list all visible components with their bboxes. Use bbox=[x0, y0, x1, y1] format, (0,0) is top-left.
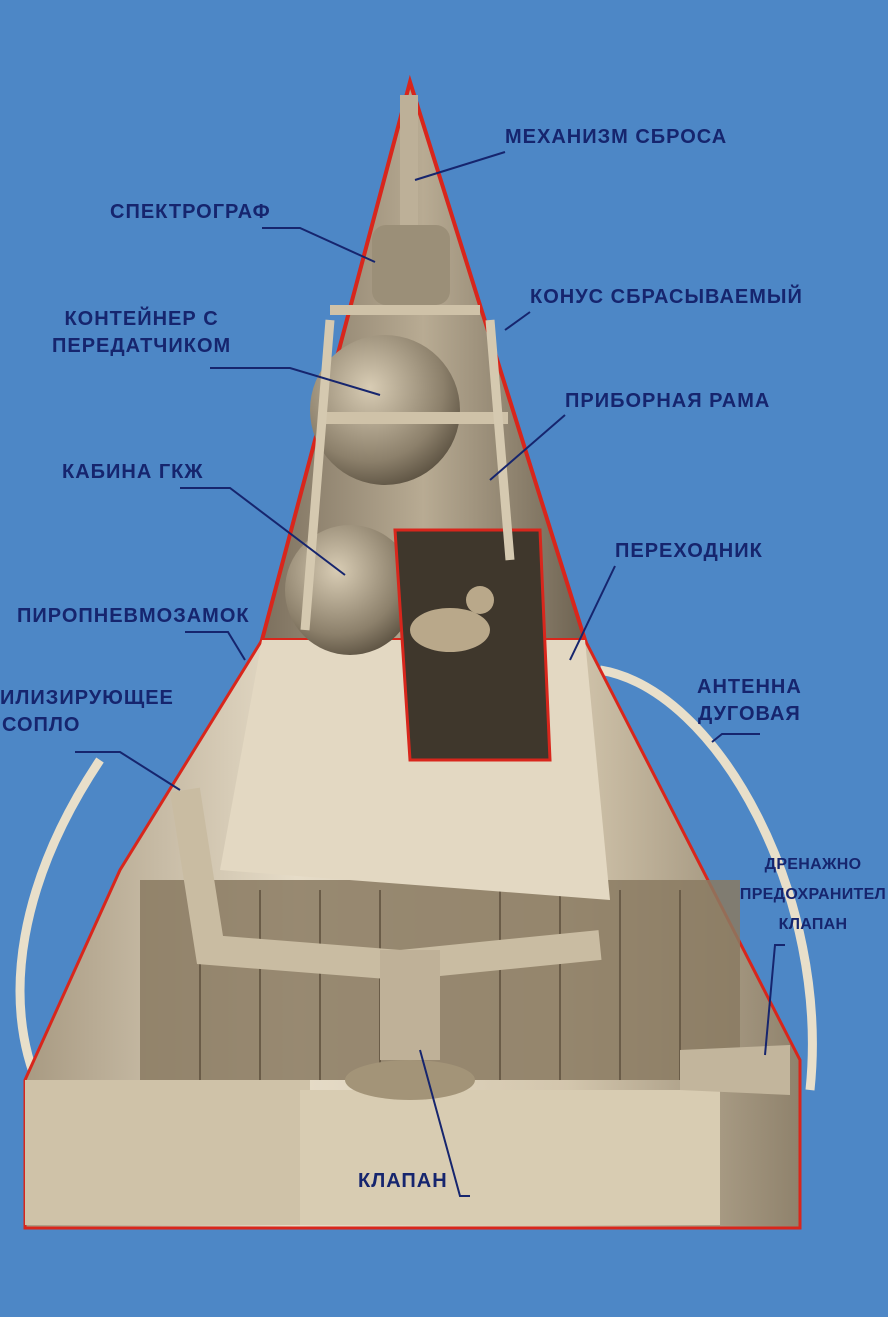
left-arc-antenna bbox=[15, 757, 104, 1092]
label-jettisonable-cone: КОНУС СБРАСЫВАЕМЫЙ bbox=[530, 286, 803, 308]
label-line: ДУГОВАЯ bbox=[697, 703, 801, 725]
label-line: ПРЕДОХРАНИТЕЛ bbox=[739, 886, 887, 903]
release-mechanism bbox=[400, 95, 418, 225]
label-line: КОНТЕЙНЕР С bbox=[64, 308, 219, 330]
label-pyro-lock: ПИРОПНЕВМОЗАМОК bbox=[17, 605, 250, 627]
transmitter-sphere bbox=[310, 335, 460, 485]
label-line: СОПЛО bbox=[2, 714, 81, 736]
label-instrument-frame: ПРИБОРНАЯ РАМА bbox=[565, 390, 771, 412]
instrument-frame bbox=[318, 412, 508, 424]
label-stabilizing-nozzle: ИЛИЗИРУЮЩЕЕ СОПЛО bbox=[0, 685, 174, 739]
label-line: АНТЕННА bbox=[697, 676, 802, 698]
label-valve: КЛАПАН bbox=[358, 1170, 448, 1192]
cabin-sphere bbox=[285, 525, 415, 655]
label-line: ДРЕНАЖНО bbox=[764, 856, 862, 873]
label-release-mechanism: МЕХАНИЗМ СБРОСА bbox=[505, 126, 728, 148]
nozzle-pipe bbox=[170, 787, 602, 981]
label-line: ПЕРЕДАТЧИКОМ bbox=[52, 335, 232, 357]
label-line: ИЛИЗИРУЮЩЕЕ bbox=[0, 687, 174, 709]
dog bbox=[410, 608, 490, 652]
right-arc-antenna bbox=[599, 665, 817, 1091]
spectrograph bbox=[372, 225, 450, 305]
label-transmitter-container: КОНТЕЙНЕР С ПЕРЕДАТЧИКОМ bbox=[52, 306, 231, 360]
label-line: КЛАПАН bbox=[778, 916, 848, 933]
label-spectrograph: СПЕКТРОГРАФ bbox=[110, 201, 271, 223]
label-relief-valve: ДРЕНАЖНО ПРЕДОХРАНИТЕЛ КЛАПАН bbox=[738, 850, 888, 940]
label-adapter: ПЕРЕХОДНИК bbox=[615, 540, 763, 562]
label-arc-antenna: АНТЕННА ДУГОВАЯ bbox=[697, 674, 802, 728]
valve-body bbox=[380, 950, 440, 1060]
side-nozzle bbox=[680, 1045, 790, 1095]
label-cabin: КАБИНА ГКЖ bbox=[62, 461, 204, 483]
